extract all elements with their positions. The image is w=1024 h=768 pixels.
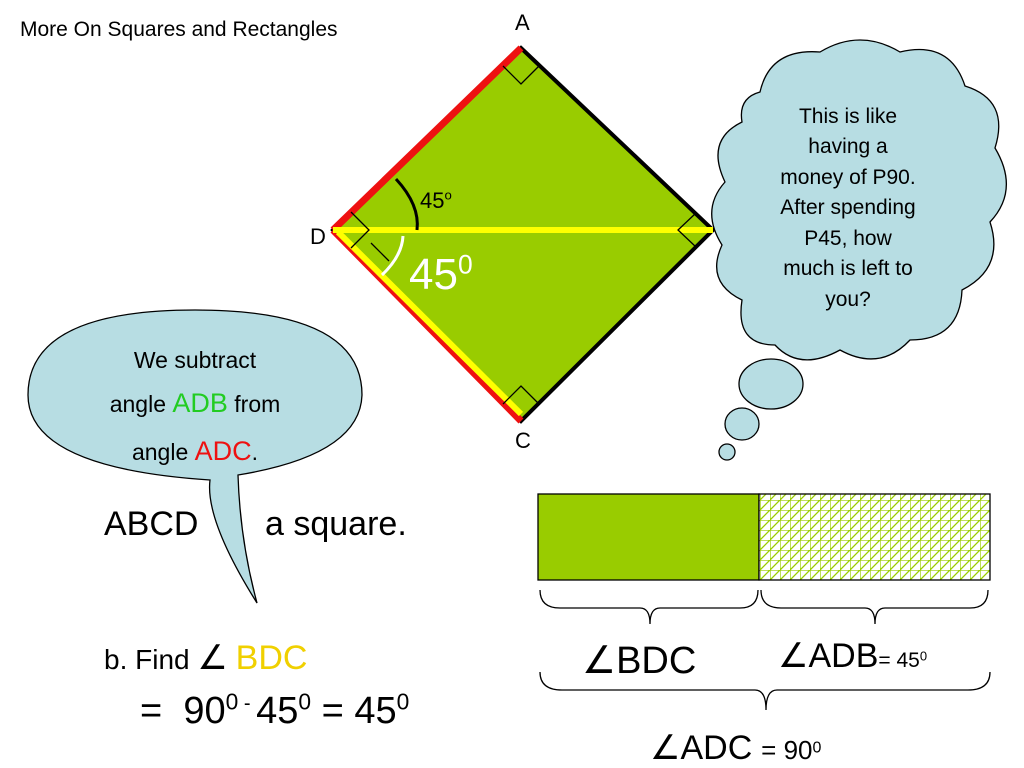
thought-dot-2 [724,407,760,441]
thought-cloud-text: This is like having a money of P90. Afte… [750,102,946,315]
thought-dot-3 [718,443,736,461]
bar-adb-hatched [758,493,991,581]
brace-adb [760,589,989,625]
cloud-line: P45, how [804,226,892,250]
speech-bubble-text: We subtract angle ADB from angle ADC. [60,340,330,475]
question: b. Find ∠ BDC [104,639,308,677]
speech-line-3: angle ADC. [131,435,259,466]
right-angle-mark-b [677,212,697,248]
thought-cloud [711,39,1007,361]
side-da-red [330,45,524,233]
angle-arc-bdc [380,235,405,277]
right-angle-mark-d1 [350,211,370,249]
cloud-line: After spending [780,196,916,220]
right-angle-mark-c [502,385,540,405]
speech-bubble [27,309,363,604]
right-angle-mark-d2 [370,242,390,262]
vertex-c-label: C [515,428,531,453]
cloud-line: much is left to [783,257,913,281]
vertex-a-label: A [515,10,530,35]
thought-dot-1 [738,358,804,410]
statement-left: ABCD [104,505,199,543]
speech-line-1: We subtract [133,347,257,373]
equation: = 900 - 450 = 450 [140,688,410,732]
bar-label-adc: ∠ADC = 900 [650,729,822,767]
square-abcd [330,45,716,424]
side-dc-yellow [335,229,524,417]
angle-adb-label: 45o [420,187,452,213]
right-angle-mark-a [502,65,540,85]
statement-right: a square. [265,505,407,543]
bar-bdc-solid [537,493,760,581]
cloud-line: This is like [798,105,898,128]
brace-adc [539,671,991,711]
bar-label-adb: ∠ADB= 450 [778,637,928,675]
cloud-line: you? [825,287,871,311]
brace-bdc [539,589,759,625]
angle-arc-adb [394,177,419,231]
cloud-line: having a [808,135,888,159]
vertex-d-label: D [310,224,326,249]
bar-label-bdc: ∠BDC [582,640,697,682]
speech-line-2: angle ADB from [109,388,281,419]
angle-bdc-label: 450 [409,249,473,299]
cloud-line: money of P90. [780,165,916,189]
slide-title: More On Squares and Rectangles [20,18,338,41]
